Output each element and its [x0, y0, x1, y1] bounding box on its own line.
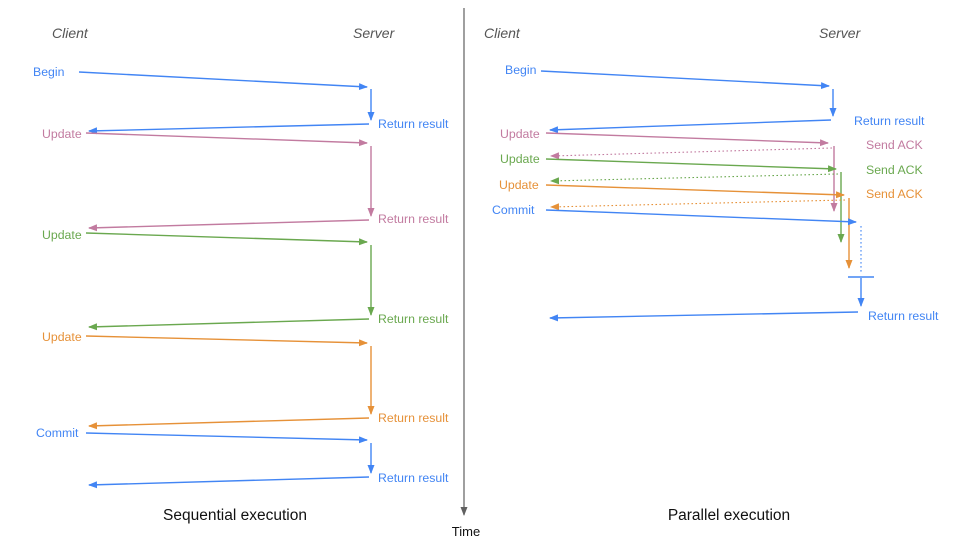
seq-step3-request-line: [85, 232, 368, 246]
seq-step1-request-line: [78, 71, 368, 91]
seq-step3-result-label: Return result: [378, 312, 449, 326]
par-step2-label: Update: [500, 127, 540, 141]
par-step2-result-label: Send ACK: [866, 138, 924, 152]
seq-step5-request-line: [85, 432, 368, 444]
seq-step4-request-line: [85, 335, 368, 347]
par-server-header: Server: [819, 25, 862, 41]
seq-step4-response-line: [88, 417, 370, 430]
seq-step5-response-line: [88, 476, 370, 489]
seq-step3-label: Update: [42, 228, 82, 242]
seq-server-header: Server: [353, 25, 396, 41]
seq-step2-label: Update: [42, 127, 82, 141]
seq-step2-request-line: [85, 132, 368, 147]
seq-client-header: Client: [52, 25, 89, 41]
par-step3-request-line: [545, 158, 837, 173]
par-step1-request-line: [540, 70, 830, 90]
sequential-caption: Sequential execution: [163, 507, 307, 524]
par-step3-label: Update: [500, 152, 540, 166]
par-step2-request-line: [545, 132, 829, 147]
seq-step4-label: Update: [42, 330, 82, 344]
seq-step5-result-label: Return result: [378, 471, 449, 485]
par-step3-ack-line: [550, 173, 839, 185]
seq-step4-result-label: Return result: [378, 411, 449, 425]
seq-step1-label: Begin: [33, 65, 65, 79]
parallel-caption: Parallel execution: [668, 507, 790, 524]
par-step4-result-label: Send ACK: [866, 187, 924, 201]
time-axis-label: Time: [452, 524, 480, 539]
par-step1-result-label: Return result: [854, 114, 925, 128]
par-step4-request-line: [545, 184, 845, 199]
par-step5-response-line: [549, 311, 859, 322]
seq-step1-response-line: [88, 123, 370, 135]
par-step5-label: Commit: [492, 203, 535, 217]
seq-step2-response-line: [88, 219, 370, 232]
par-step1-label: Begin: [505, 63, 537, 77]
par-step4-label: Update: [499, 178, 539, 192]
seq-step3-response-line: [88, 318, 370, 331]
par-client-header: Client: [484, 25, 521, 41]
par-step2-ack-line: [550, 147, 833, 160]
par-step1-response-line: [549, 119, 832, 134]
par-step4-ack-line: [550, 199, 846, 211]
par-step3-result-label: Send ACK: [866, 163, 924, 177]
seq-step1-result-label: Return result: [378, 117, 449, 131]
par-step5-result-label: Return result: [868, 309, 939, 323]
sequential-panel: Client Server Begin Return result Update…: [33, 25, 449, 524]
parallel-panel: Client Server Begin Return result Update…: [484, 25, 939, 524]
par-step5-request-line: [545, 209, 857, 226]
seq-step5-label: Commit: [36, 426, 79, 440]
seq-step2-result-label: Return result: [378, 212, 449, 226]
